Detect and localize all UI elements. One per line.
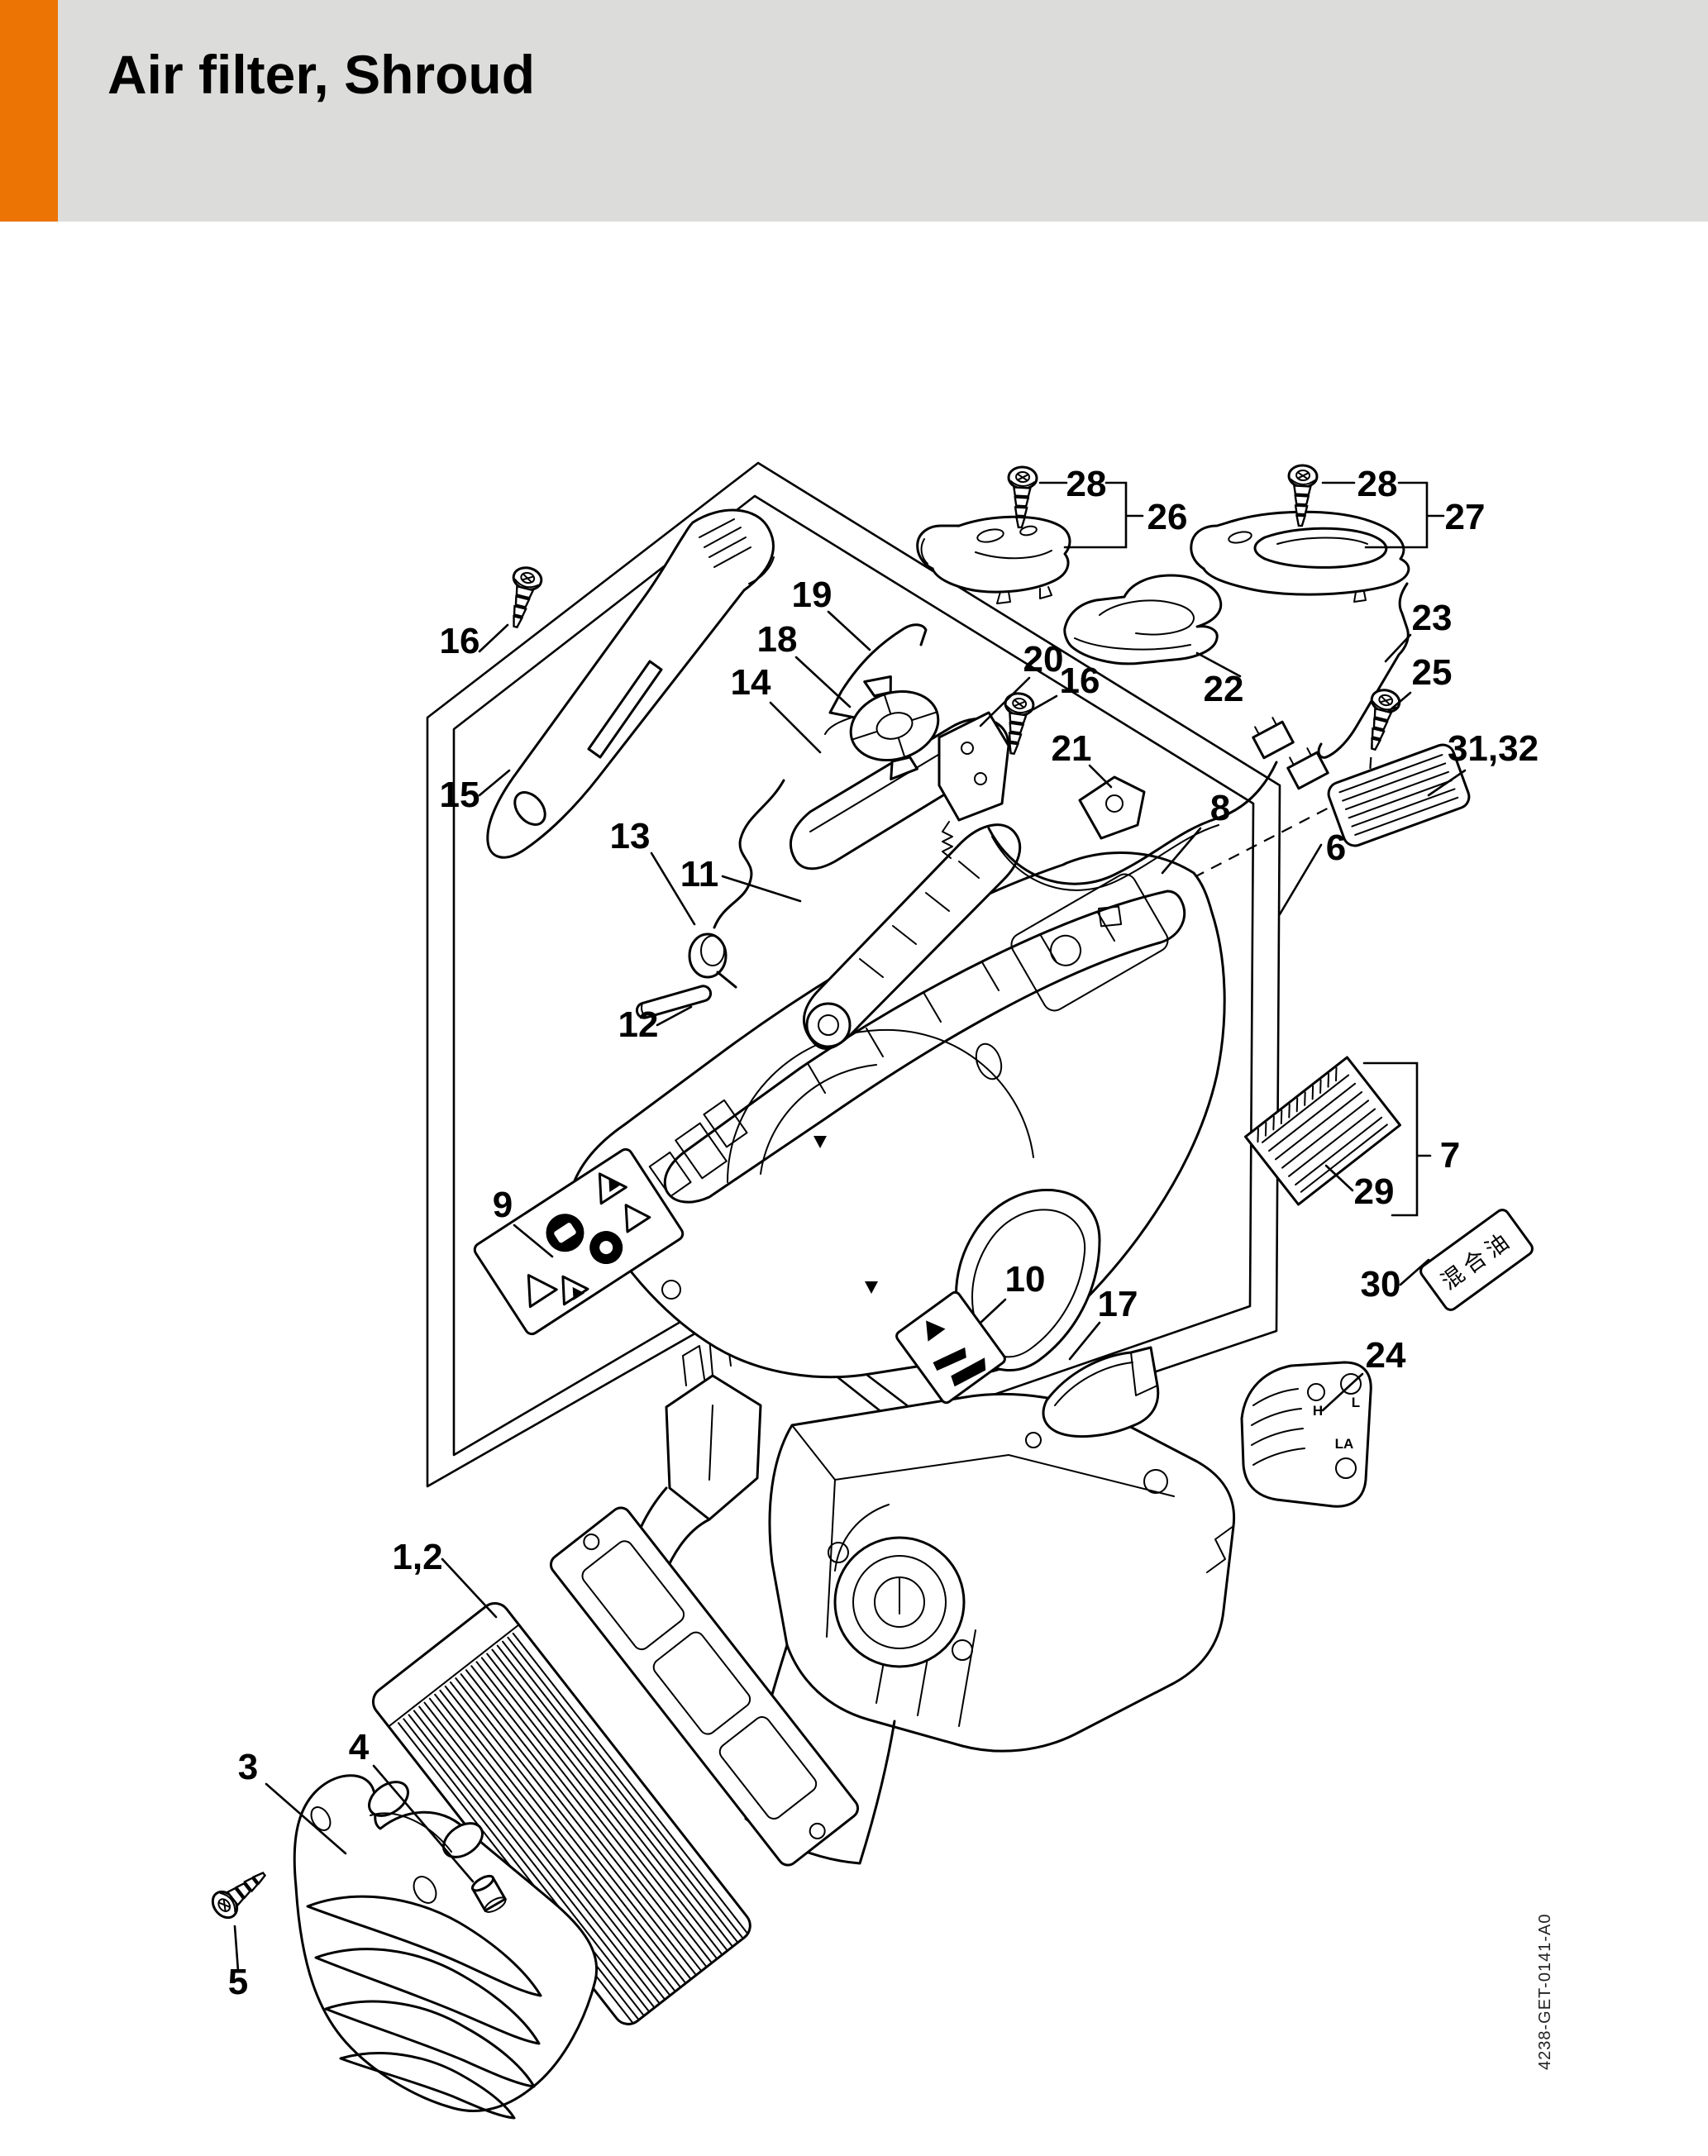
part-8-shroud [568, 851, 1226, 1379]
callout-9: 9 [493, 1185, 513, 1225]
carb-marking-l: L [1352, 1395, 1360, 1410]
callout-20: 20 [1023, 639, 1064, 680]
callout-14: 14 [731, 662, 771, 703]
page-title: Air filter, Shroud [107, 44, 536, 105]
air-filter-housing-assembly [627, 1327, 1236, 1865]
callout-6: 6 [1326, 828, 1346, 868]
part-5-screw-icon [206, 1862, 274, 1924]
part-20-switch [937, 711, 1010, 859]
part-26-cover [916, 515, 1071, 604]
callout-16b: 16 [1060, 661, 1100, 701]
part-25-screw-icon [1358, 685, 1404, 754]
callout-30: 30 [1361, 1264, 1401, 1305]
part-27-cover [1190, 510, 1410, 603]
assembly-arrow-icon [813, 1136, 827, 1148]
part-29-grille [1244, 1056, 1401, 1206]
callout-15: 15 [440, 775, 480, 815]
part-22-deflector [1063, 574, 1223, 665]
callout-25: 25 [1412, 652, 1453, 693]
document-code: 4238-GET-0141-A0 [1536, 1913, 1554, 2070]
part-16-screw-icon [500, 563, 546, 632]
part-17-duct [1042, 1346, 1160, 1438]
callout-27: 27 [1445, 497, 1486, 537]
callout-7: 7 [1440, 1135, 1460, 1176]
callout-22: 22 [1204, 669, 1244, 709]
callout-18: 18 [757, 619, 798, 660]
callout-19: 19 [792, 575, 833, 615]
part-15-handle-molding [486, 508, 775, 859]
callout-29: 29 [1354, 1171, 1395, 1212]
callout-28a: 28 [1066, 464, 1107, 504]
part-11-trigger-housing [802, 823, 1022, 1050]
exploded-diagram: 混合油 H L LA [206, 461, 1539, 2120]
assembly-arrow-icon [865, 1281, 878, 1294]
carb-marking-h: H [1313, 1403, 1323, 1419]
callout-12: 12 [618, 1004, 659, 1045]
part-3-filter-cover [293, 1774, 599, 2120]
cover-bosses [368, 1781, 484, 1858]
page-header: Air filter, Shroud [0, 0, 1708, 222]
carb-marking-la: LA [1335, 1436, 1354, 1452]
callout-17: 17 [1098, 1284, 1138, 1324]
accent-bar [0, 0, 58, 222]
construction-dashed-line [558, 788, 1367, 1206]
callout-5: 5 [228, 1962, 248, 2002]
part-24-carb-plate: H L LA [1240, 1361, 1372, 1508]
callout-13: 13 [610, 816, 651, 856]
part-1-2-air-filter [371, 1602, 751, 2025]
callout-3: 3 [238, 1747, 258, 1787]
callout-4: 4 [349, 1727, 370, 1767]
filter-backplate [549, 1506, 860, 1867]
callout-21: 21 [1052, 728, 1092, 769]
part-10-warning-sticker [895, 1290, 1006, 1405]
callout-24: 24 [1366, 1335, 1406, 1376]
callout-labels: 1,2 3 4 5 6 7 8 9 10 11 12 13 14 15 16 1… [228, 464, 1539, 2002]
callout-16a: 16 [440, 621, 480, 661]
part-12-pin [635, 985, 713, 1019]
part-21-contact [987, 717, 1329, 891]
callout-31-32: 31,32 [1448, 728, 1539, 769]
part-19-rod [828, 623, 928, 719]
callout-28b: 28 [1357, 464, 1398, 504]
part-23-rod [1317, 582, 1410, 759]
callout-11: 11 [680, 854, 719, 894]
leader-lines [233, 481, 1467, 1972]
part-9-warning-sticker [473, 1147, 685, 1336]
callout-10: 10 [1005, 1259, 1046, 1300]
callout-1-2: 1,2 [392, 1537, 442, 1577]
part-13-spring [688, 779, 785, 989]
part-4-nut [470, 1874, 508, 1913]
callout-23: 23 [1412, 598, 1453, 638]
part-30-fuel-sticker: 混合油 [1419, 1209, 1534, 1311]
callout-26: 26 [1147, 497, 1188, 537]
part-18-twist-lock [824, 675, 940, 780]
callout-8: 8 [1210, 788, 1230, 828]
